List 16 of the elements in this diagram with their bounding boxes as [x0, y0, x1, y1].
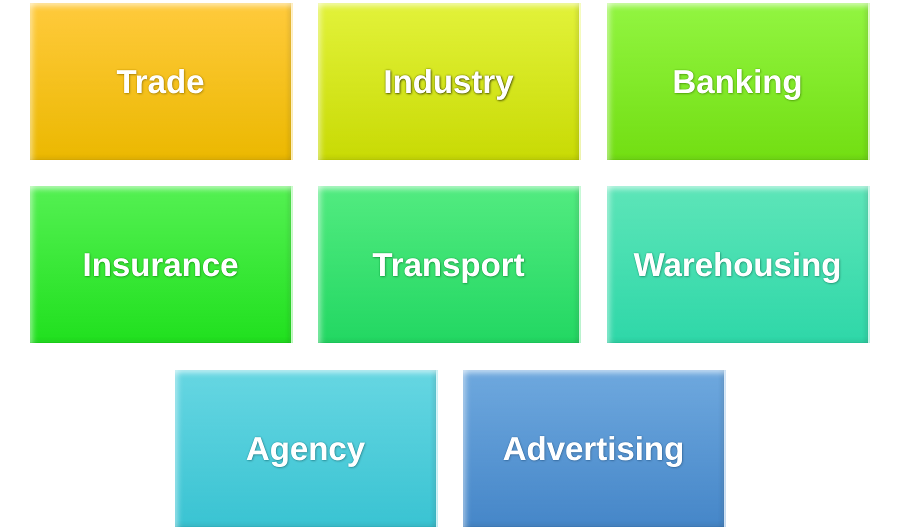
category-tile [175, 370, 438, 527]
category-tile [318, 3, 581, 160]
tile-label: Insurance [82, 246, 240, 284]
category-tile [607, 186, 870, 343]
category-tile [30, 3, 293, 160]
tile-label: Agency [244, 430, 366, 468]
tile-label: Industry [382, 62, 515, 100]
category-tile [318, 186, 581, 343]
tile-label: Trade [115, 62, 206, 100]
tile-label: Warehousing [632, 246, 842, 284]
tile-label: Advertising [502, 430, 686, 468]
category-tile [607, 3, 870, 160]
tile-label: Transport [371, 246, 526, 284]
category-tile [463, 370, 726, 527]
category-tile [30, 186, 293, 343]
tile-label: Banking [671, 62, 804, 100]
